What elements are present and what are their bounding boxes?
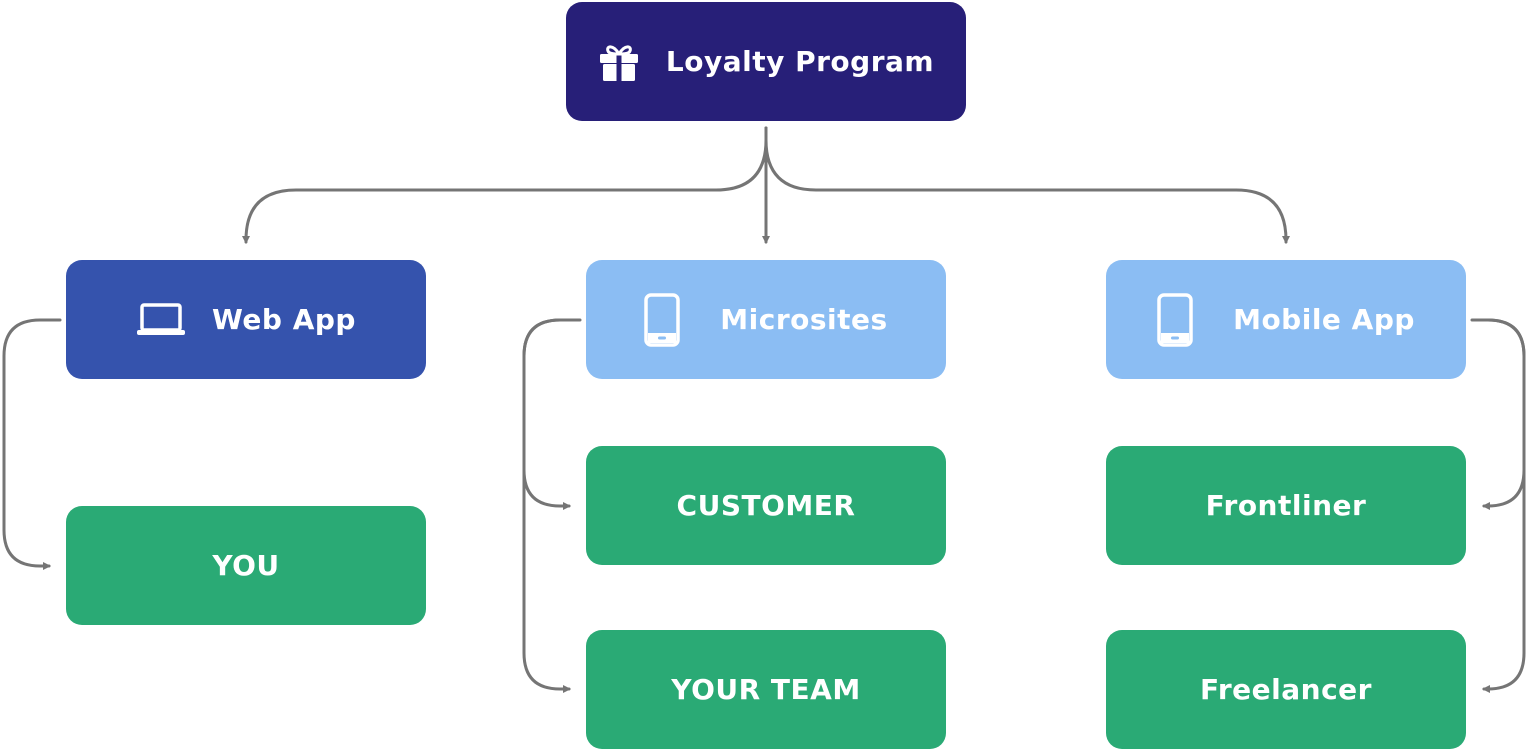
connector-microsites-yourteam	[522, 318, 571, 693]
freelancer-node: Freelancer	[1106, 630, 1466, 749]
connector-webapp-you	[2, 318, 62, 570]
your-team-node: YOUR TEAM	[586, 630, 946, 749]
mobile-app-node: Mobile App	[1106, 260, 1466, 379]
mobile-phone-icon	[1157, 292, 1193, 347]
customer-label: CUSTOMER	[676, 489, 856, 522]
connector-root-mobileapp	[764, 126, 1290, 244]
web-app-node: Web App	[66, 260, 426, 379]
microsites-node: Microsites	[586, 260, 946, 379]
frontliner-node: Frontliner	[1106, 446, 1466, 565]
connector-mobileapp-frontliner	[1470, 318, 1526, 510]
mobile-phone-icon	[644, 292, 681, 347]
your-team-label: YOUR TEAM	[671, 673, 861, 706]
connector-root-webapp	[242, 126, 768, 244]
customer-node: CUSTOMER	[586, 446, 946, 565]
loyalty-program-node: Loyalty Program	[566, 2, 966, 121]
loyalty-program-label: Loyalty Program	[665, 45, 935, 78]
microsites-label: Microsites	[720, 303, 888, 336]
laptop-icon	[136, 302, 186, 337]
mobile-app-label: Mobile App	[1233, 303, 1415, 336]
you-label: YOU	[212, 549, 280, 582]
web-app-label: Web App	[212, 303, 356, 336]
you-node: YOU	[66, 506, 426, 625]
gift-icon	[598, 41, 640, 83]
connector-microsites-customer	[522, 318, 582, 510]
frontliner-label: Frontliner	[1205, 489, 1367, 522]
freelancer-label: Freelancer	[1200, 673, 1372, 706]
connector-mobileapp-freelancer	[1482, 318, 1526, 693]
